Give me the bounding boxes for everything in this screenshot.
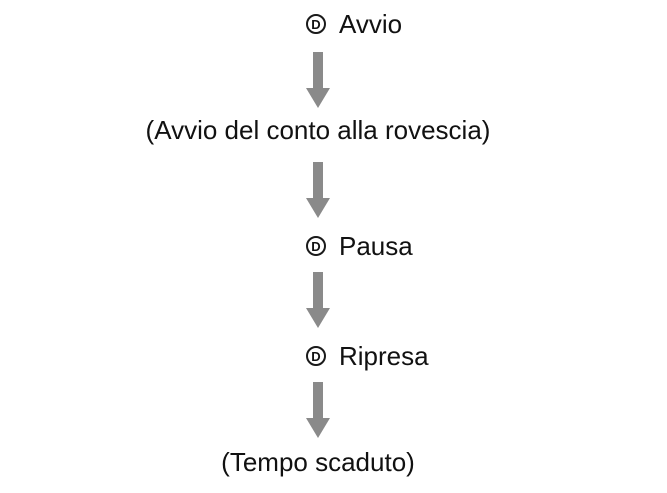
step-avvio-label: Avvio (339, 9, 403, 39)
down-arrow (306, 162, 330, 218)
note-countdown-start: (Avvio del conto alla rovescia) (145, 115, 491, 145)
step-pausa-label: Pausa (339, 231, 413, 261)
circled-d-icon: D (306, 14, 326, 34)
step-pausa: D Pausa (306, 230, 413, 262)
step-avvio: D Avvio (306, 8, 402, 40)
circled-d-icon: D (306, 346, 326, 366)
down-arrow (306, 52, 330, 108)
down-arrow (306, 382, 330, 438)
down-arrow (306, 272, 330, 328)
step-ripresa: D Ripresa (306, 340, 429, 372)
step-ripresa-label: Ripresa (339, 341, 429, 371)
note-time-expired: (Tempo scaduto) (221, 447, 415, 477)
circled-d-icon: D (306, 236, 326, 256)
